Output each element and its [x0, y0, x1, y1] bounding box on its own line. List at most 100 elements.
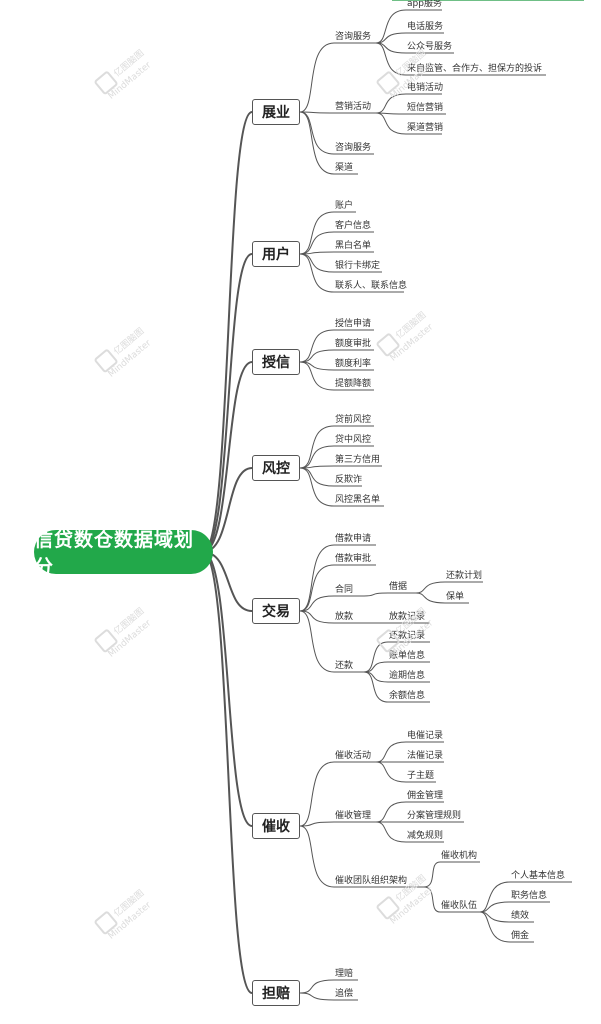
- sub-topic[interactable]: 银行卡绑定: [335, 261, 381, 271]
- connector-line: [299, 111, 335, 175]
- sub-topic[interactable]: 还款计划: [446, 571, 483, 581]
- sub-topic[interactable]: 渠道: [335, 163, 354, 173]
- connector-line: [363, 592, 389, 597]
- connector-line: [375, 821, 407, 843]
- sub-topic[interactable]: 渠道营销: [407, 123, 444, 133]
- sub-topic[interactable]: 职务信息: [511, 891, 548, 901]
- sub-topic[interactable]: 客户信息: [335, 221, 372, 231]
- root-topic[interactable]: 信贷数仓数据域划分: [34, 529, 213, 578]
- sub-topic[interactable]: 还款记录: [389, 631, 426, 641]
- sub-topic[interactable]: 提额降额: [335, 379, 372, 389]
- connector-line: [415, 581, 446, 594]
- connector-line: [299, 111, 335, 114]
- connector-line: [299, 211, 335, 255]
- sub-topic[interactable]: 佣金管理: [407, 791, 444, 801]
- sub-topic[interactable]: 放款记录: [389, 612, 426, 622]
- connector-line: [299, 544, 335, 612]
- connector-line: [202, 551, 253, 827]
- sub-topic[interactable]: 保单: [446, 592, 465, 602]
- connector-line: [479, 911, 511, 943]
- connector-line: [363, 671, 389, 703]
- connector-line: [363, 641, 389, 673]
- sub-topic[interactable]: 账户: [335, 201, 354, 211]
- sub-topic[interactable]: 放款: [335, 612, 354, 622]
- connector-line: [375, 9, 407, 44]
- sub-topic[interactable]: 额度利率: [335, 359, 372, 369]
- connector-line: [299, 231, 335, 255]
- sub-topic[interactable]: 绩效: [511, 911, 530, 921]
- top-accent-line: [392, 0, 584, 1]
- sub-topic[interactable]: 追偿: [335, 989, 354, 999]
- sub-topic[interactable]: 电催记录: [407, 731, 444, 741]
- sub-topic[interactable]: 借款审批: [335, 554, 372, 564]
- sub-topic[interactable]: 营销活动: [335, 102, 372, 112]
- connector-line: [363, 671, 389, 683]
- sub-topic[interactable]: 贷前风控: [335, 415, 372, 425]
- connector-line: [299, 467, 335, 507]
- sub-topic[interactable]: 个人基本信息: [511, 871, 566, 881]
- sub-topic[interactable]: 合同: [335, 585, 354, 595]
- sub-topic[interactable]: 额度审批: [335, 339, 372, 349]
- connector-line: [299, 111, 335, 155]
- sub-topic[interactable]: 电话服务: [407, 22, 444, 32]
- sub-topic[interactable]: 联系人、联系信息: [335, 281, 408, 291]
- main-topic-0[interactable]: 展业: [252, 99, 300, 125]
- connector-line: [299, 361, 335, 391]
- sub-topic[interactable]: 公众号服务: [407, 42, 453, 52]
- sub-topic[interactable]: 催收队伍: [441, 901, 478, 911]
- sub-topic[interactable]: 催收活动: [335, 751, 372, 761]
- sub-topic[interactable]: 咨询服务: [335, 143, 372, 153]
- main-topic-4[interactable]: 交易: [252, 598, 300, 624]
- connector-line: [299, 761, 335, 827]
- connector-line: [423, 886, 441, 913]
- main-topic-6[interactable]: 担赔: [252, 980, 300, 1006]
- connector-line: [299, 445, 335, 469]
- main-topic-5[interactable]: 催收: [252, 813, 300, 839]
- connector-line: [299, 979, 335, 994]
- sub-topic[interactable]: 来自监管、合作方、担保方的投诉: [407, 64, 543, 74]
- sub-topic[interactable]: 反欺诈: [335, 475, 363, 485]
- main-topic-1[interactable]: 用户: [252, 241, 300, 267]
- sub-topic[interactable]: 借据: [389, 582, 408, 592]
- sub-topic[interactable]: 还款: [335, 661, 354, 671]
- connector-line: [375, 32, 407, 44]
- sub-topic[interactable]: 风控黑名单: [335, 495, 381, 505]
- sub-topic[interactable]: 余额信息: [389, 691, 426, 701]
- main-topic-3[interactable]: 风控: [252, 455, 300, 481]
- sub-topic[interactable]: 子主题: [407, 771, 435, 781]
- sub-topic[interactable]: app服务: [407, 0, 442, 9]
- sub-topic[interactable]: 催收机构: [441, 851, 478, 861]
- connector-line: [375, 741, 407, 763]
- connector-line: [375, 93, 407, 114]
- sub-topic[interactable]: 减免规则: [407, 831, 444, 841]
- connector-line: [299, 467, 335, 487]
- sub-topic[interactable]: 分案管理规则: [407, 811, 462, 821]
- connector-line: [299, 610, 335, 673]
- sub-topic[interactable]: 借款申请: [335, 534, 372, 544]
- sub-topic[interactable]: 第三方信用: [335, 455, 381, 465]
- connector-line: [202, 111, 253, 553]
- sub-topic[interactable]: 电销活动: [407, 83, 444, 93]
- sub-topic[interactable]: 法催记录: [407, 751, 444, 761]
- sub-topic[interactable]: 佣金: [511, 931, 530, 941]
- connector-line: [299, 564, 335, 612]
- connector-line: [299, 253, 335, 293]
- connector-line: [299, 425, 335, 469]
- connector-line: [363, 661, 389, 673]
- sub-topic[interactable]: 短信营销: [407, 103, 444, 113]
- connector-line: [415, 592, 446, 604]
- sub-topic[interactable]: 贷中风控: [335, 435, 372, 445]
- connector-line: [202, 361, 253, 553]
- sub-topic[interactable]: 理赔: [335, 969, 354, 979]
- connector-line: [375, 801, 407, 823]
- sub-topic[interactable]: 咨询服务: [335, 32, 372, 42]
- sub-topic[interactable]: 逾期信息: [389, 671, 426, 681]
- sub-topic[interactable]: 催收管理: [335, 811, 372, 821]
- sub-topic[interactable]: 黑白名单: [335, 241, 372, 251]
- sub-topic[interactable]: 催收团队组织架构: [335, 876, 408, 886]
- main-topic-2[interactable]: 授信: [252, 349, 300, 375]
- sub-topic[interactable]: 账单信息: [389, 651, 426, 661]
- sub-topic[interactable]: 授信申请: [335, 319, 372, 329]
- connector-line: [479, 901, 511, 913]
